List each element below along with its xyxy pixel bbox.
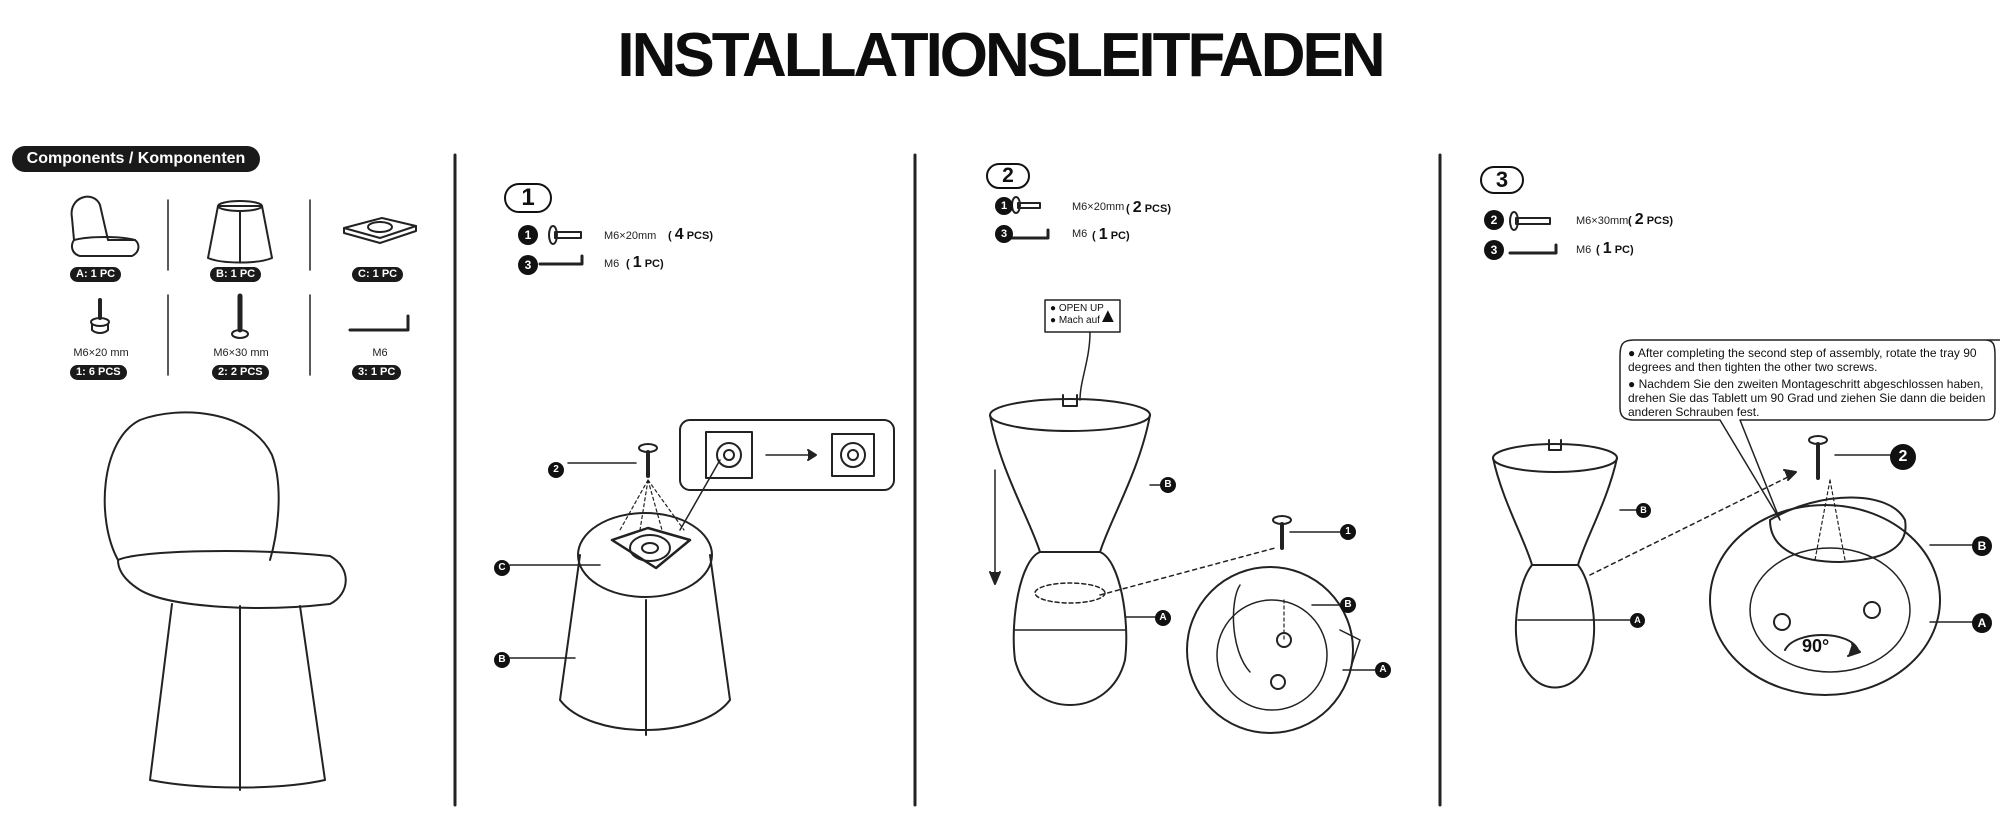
step2-hex-key-icon: [1008, 228, 1050, 240]
step1-screw-icon: [548, 225, 582, 245]
step3-note-de: ● Nachdem Sie den zweiten Montageschritt…: [1628, 377, 1986, 419]
step2-callout-screw: 1: [1340, 524, 1356, 540]
step3-hw1-size: M6×30mm: [1576, 215, 1629, 227]
step1-hw1-size: M6×20mm: [604, 230, 657, 242]
page-title: INSTALLATIONSLEITFADEN: [617, 21, 1385, 90]
step2-hw1-qty: ( 2 PCS): [1126, 199, 1171, 216]
step1-hw2-qty: ( 1 PC): [626, 254, 664, 271]
step2-number-badge: 2: [986, 163, 1030, 189]
component-c-label: C: 1 PC: [352, 267, 404, 282]
step1-base-drawing: [559, 512, 731, 736]
step3-note-en: ● After completing the second step of as…: [1628, 346, 1977, 374]
step3-hex-key-icon: [1508, 243, 1558, 255]
step3-hw2-size: M6: [1576, 244, 1592, 256]
component-c-plate-icon: [343, 217, 417, 244]
step3-hw2-qty: ( 1 PC): [1596, 240, 1634, 257]
component-2-screw-icon: [231, 293, 249, 339]
step3-number-badge: 3: [1480, 166, 1524, 194]
component-3-hex-key-icon: [348, 314, 410, 332]
step2-hw1-marker: 1: [995, 197, 1013, 215]
step1-callout-base: B: [494, 652, 510, 668]
step1-callout-plate: C: [494, 560, 510, 576]
step3-callout-detail-a: A: [1972, 613, 1992, 633]
step1-callout-screw: 2: [548, 462, 564, 478]
step2-detail-circle: [1186, 566, 1361, 734]
step3-callout-seat: A: [1630, 613, 1645, 628]
step1-screw-drawing: [619, 443, 685, 531]
open-up-line1: ● OPEN UP: [1050, 303, 1104, 314]
component-a-seat-icon: [70, 195, 140, 257]
step1-hw2-marker: 3: [518, 255, 538, 275]
components-header: Components / Komponenten: [12, 146, 260, 172]
step3-hw2-marker: 3: [1484, 240, 1504, 260]
step1-detail-box: [679, 419, 895, 491]
component-a-label: A: 1 PC: [70, 267, 122, 282]
component-3-label: 3: 1 PC: [352, 365, 402, 380]
component-2-spec: M6×30 mm: [213, 347, 269, 359]
step2-hw2-size: M6: [1072, 228, 1088, 240]
component-b-base-icon: [207, 200, 273, 264]
step3-hw1-marker: 2: [1484, 210, 1504, 230]
step3-assembly-drawing: [1492, 439, 1618, 689]
step2-callout-detail-b: B: [1340, 597, 1356, 613]
step3-screw-drawing: [1808, 435, 1828, 480]
step3-note: ● After completing the second step of as…: [1628, 346, 1988, 419]
step2-screw-drawing: [1272, 515, 1292, 550]
step2-screw-icon: [1011, 196, 1041, 214]
chair-overview-drawing: [103, 411, 347, 791]
rotation-label: 90°: [1802, 636, 1830, 656]
component-3-spec: M6: [372, 347, 388, 359]
step1-hex-key-icon: [538, 254, 584, 266]
step3-detail-circle: [1709, 479, 1941, 696]
step3-callout-base: B: [1636, 503, 1651, 518]
open-up-box: [1044, 299, 1121, 333]
step1-hw2-size: M6: [604, 258, 620, 270]
component-2-label: 2: 2 PCS: [212, 365, 269, 380]
step2-hw1-size: M6×20mm: [1072, 201, 1125, 213]
open-up-line2: ● Mach auf: [1050, 315, 1100, 326]
step1-hw1-qty: ( 4 PCS): [668, 226, 713, 243]
step2-hw2-qty: ( 1 PC): [1092, 226, 1130, 243]
step2-callout-seat: A: [1155, 610, 1171, 626]
step2-callout-base: B: [1160, 477, 1176, 493]
step1-number-badge: 1: [504, 183, 552, 213]
step1-hw1-marker: 1: [518, 225, 538, 245]
step3-screw-icon: [1509, 211, 1551, 231]
step3-hw1-qty: ( 2 PCS): [1628, 211, 1673, 228]
up-arrow-icon: ▲: [1098, 305, 1118, 327]
step3-callout-screw: 2: [1890, 444, 1916, 470]
step2-hw2-marker: 3: [995, 225, 1013, 243]
component-b-label: B: 1 PC: [210, 267, 262, 282]
component-1-screw-icon: [90, 298, 110, 334]
step3-callout-detail-b: B: [1972, 536, 1992, 556]
component-1-label: 1: 6 PCS: [70, 365, 127, 380]
step2-assembly-drawing: [989, 394, 1151, 706]
open-up-note: ● OPEN UP ● Mach auf: [1050, 303, 1104, 327]
component-1-spec: M6×20 mm: [73, 347, 129, 359]
step3-note-bubble: [1619, 339, 2000, 521]
step2-callout-detail-a: A: [1375, 662, 1391, 678]
